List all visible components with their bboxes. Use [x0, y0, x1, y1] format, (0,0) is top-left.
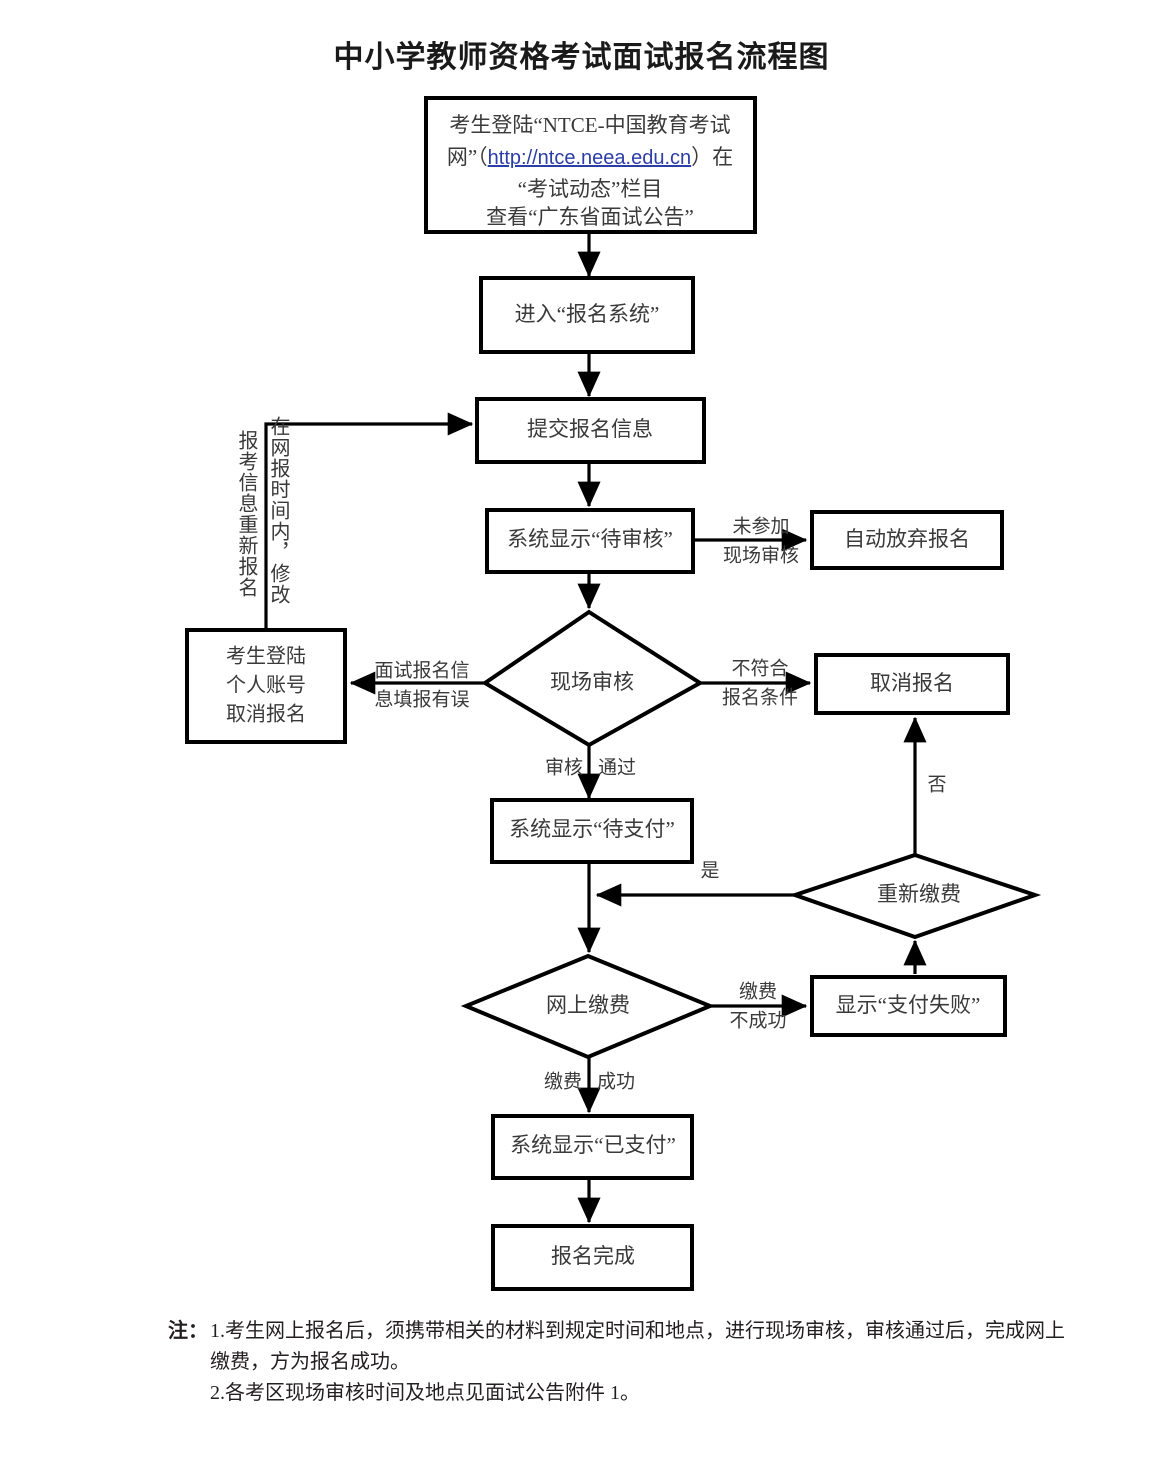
node-online-payment-label: 网上缴费	[546, 993, 630, 1017]
edge-label-info-error-1: 面试报名信	[374, 659, 469, 681]
edge-label-info-error-2: 息填报有误	[374, 688, 469, 710]
node-login-line4: 查看“广东省面试公告”	[486, 205, 694, 229]
node-login[interactable]	[424, 96, 757, 234]
note-1-number: 1.	[210, 1320, 225, 1342]
edge-label-pay-fail-1: 缴费	[739, 980, 777, 1002]
note-1-body: 考生网上报名后，须携带相关的材料到规定时间和地点，进行现场审核，审核通过后，完成…	[210, 1320, 1065, 1373]
node-done-label: 报名完成	[551, 1244, 635, 1268]
note-1-text: 1.考生网上报名后，须携带相关的材料到规定时间和地点，进行现场审核，审核通过后，…	[210, 1316, 1068, 1378]
node-enter-system[interactable]	[479, 276, 695, 354]
vertical-label-modify-within-window: 在网报时间内，修改	[267, 416, 289, 605]
page-title: 中小学教师资格考试面试报名流程图	[333, 41, 830, 74]
node-enter-system-label: 进入“报名系统”	[515, 302, 660, 326]
node-auto-abandon[interactable]	[810, 510, 1004, 570]
edge-label-review-passed-a: 审核	[545, 756, 583, 778]
edge-label-pay-ok-a: 缴费	[544, 1070, 582, 1092]
node-online-payment[interactable]	[460, 953, 716, 1060]
node-paid[interactable]	[491, 1114, 694, 1180]
node-candidate-cancel-line1: 考生登陆	[226, 645, 306, 668]
node-candidate-cancel[interactable]	[185, 628, 347, 744]
connector-resubmit-loop	[264, 412, 474, 630]
notes-label: 注：	[168, 1320, 208, 1342]
note-item-1: 注： 1.考生网上报名后，须携带相关的材料到规定时间和地点，进行现场审核，审核通…	[168, 1316, 1068, 1378]
node-pending-review[interactable]	[485, 508, 695, 574]
edge-label-not-attend-1: 未参加	[732, 515, 789, 537]
node-candidate-cancel-line3: 取消报名	[226, 703, 306, 726]
node-paid-label: 系统显示“已支付”	[510, 1133, 676, 1157]
edge-label-not-attend-2: 现场审核	[723, 544, 799, 566]
notes-section: 注： 1.考生网上报名后，须携带相关的材料到规定时间和地点，进行现场审核，审核通…	[168, 1316, 1068, 1409]
node-login-line2-pre: 网”（	[447, 145, 488, 169]
node-login-line2: 网”（http://ntce.neea.edu.cn）在	[447, 145, 733, 169]
edge-label-yes: 是	[700, 860, 719, 881]
node-pending-payment-label: 系统显示“待支付”	[509, 817, 675, 841]
edge-label-pay-fail-2: 不成功	[729, 1009, 786, 1031]
vertical-label-resubmit-info: 报考信息重新报名	[235, 430, 257, 598]
node-onsite-review[interactable]	[481, 609, 704, 748]
edge-label-not-qualified-2: 报名条件	[722, 686, 798, 708]
node-submit-info[interactable]	[475, 397, 706, 464]
edge-label-review-passed-b: 通过	[598, 756, 636, 778]
node-auto-abandon-label: 自动放弃报名	[844, 527, 970, 551]
node-repay-label: 重新缴费	[877, 882, 961, 906]
edge-label-not-qualified-1: 不符合	[731, 657, 788, 679]
node-login-line3: “考试动态”栏目	[518, 177, 663, 201]
node-pending-payment[interactable]	[490, 798, 694, 864]
ntce-website-link[interactable]: http://ntce.neea.edu.cn	[488, 147, 692, 169]
node-login-line2-post: ）在	[691, 145, 733, 169]
node-repay[interactable]	[788, 852, 1042, 940]
node-submit-info-label: 提交报名信息	[527, 417, 653, 441]
node-login-line1: 考生登陆“NTCE-中国教育考试	[449, 113, 730, 137]
note-2-text: 2.各考区现场审核时间及地点见面试公告附件 1。	[210, 1382, 640, 1404]
node-done[interactable]	[491, 1224, 694, 1291]
edge-label-no: 否	[927, 774, 946, 795]
node-cancel-registration[interactable]	[814, 653, 1010, 715]
edge-label-pay-ok-b: 成功	[597, 1070, 635, 1092]
node-pending-review-label: 系统显示“待审核”	[507, 527, 673, 551]
node-cancel-registration-label: 取消报名	[870, 671, 954, 695]
node-onsite-review-label: 现场审核	[550, 670, 634, 694]
node-payment-failed-label: 显示“支付失败”	[836, 993, 981, 1017]
node-payment-failed[interactable]	[810, 975, 1007, 1037]
note-item-2: 2.各考区现场审核时间及地点见面试公告附件 1。	[168, 1378, 1068, 1409]
node-candidate-cancel-line2: 个人账号	[226, 674, 306, 697]
